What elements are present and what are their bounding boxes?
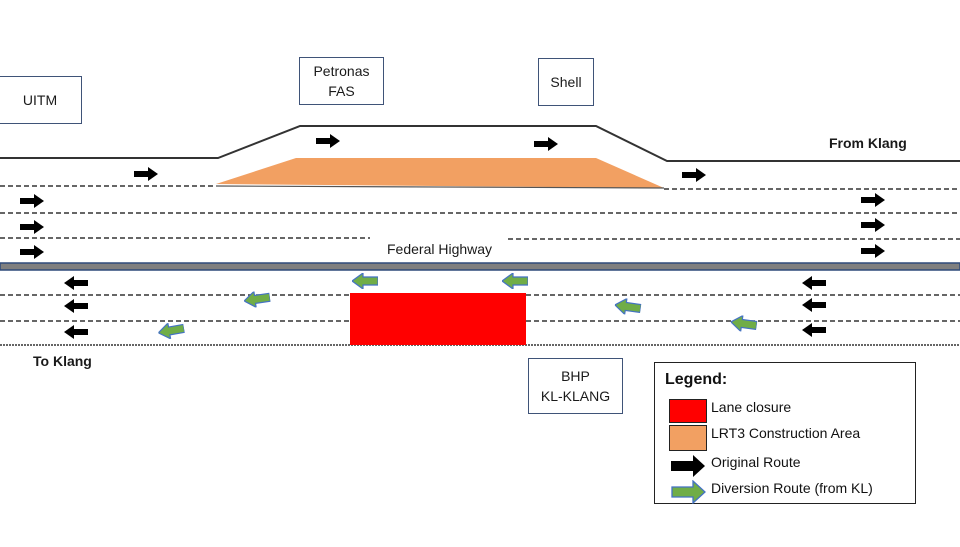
arrow-right-icon [682, 168, 706, 182]
legend-title: Legend: [665, 371, 728, 388]
legend: Legend: Lane closure LRT3 Construction A… [654, 362, 916, 504]
arrow-right-icon [20, 245, 44, 259]
arrow-left-icon [352, 273, 378, 289]
landmark-petronas-line2: FAS [328, 83, 355, 99]
arrow-left-icon [64, 276, 88, 290]
legend-label: Lane closure [711, 399, 792, 415]
arrow-left-icon [729, 314, 758, 334]
arrow-left-icon [64, 299, 88, 313]
arrow-right-icon [134, 167, 158, 181]
landmark-bhp-kl-klang: BHP KL-KLANG [528, 358, 623, 414]
landmark-petronas-fas: Petronas FAS [299, 57, 384, 105]
arrow-right-icon [861, 193, 885, 207]
arrow-right-icon [861, 218, 885, 232]
arrow-left-icon [502, 273, 528, 289]
arrow-right-icon [20, 220, 44, 234]
landmark-bhp-line1: BHP [561, 368, 590, 384]
construction-swatch [669, 425, 707, 451]
legend-label: LRT3 Construction Area [711, 425, 861, 441]
landmark-uitm: UITM [0, 76, 82, 124]
landmark-uitm-label: UITM [22, 92, 58, 108]
arrow-left-icon [243, 289, 271, 309]
lane-closure-swatch [669, 399, 707, 423]
construction-base-line [215, 185, 665, 189]
arrow-right-icon [20, 194, 44, 208]
landmark-bhp-line2: KL-KLANG [540, 388, 611, 404]
legend-label: Original Route [711, 454, 801, 470]
landmark-shell-label: Shell [550, 74, 582, 90]
legend-item-original-route: Original Route [655, 454, 915, 478]
lrt3-construction-area [216, 158, 664, 188]
label-from-klang: From Klang [829, 135, 907, 151]
median [0, 262, 960, 271]
service-road-edge [0, 125, 960, 162]
legend-item-diversion-route: Diversion Route (from KL) [655, 480, 915, 504]
lane-closure-area [350, 293, 526, 345]
label-federal-highway: Federal Highway [385, 241, 495, 257]
landmark-petronas-line1: Petronas [313, 63, 370, 79]
legend-item-lane-closure: Lane closure [655, 399, 915, 423]
arrow-left-icon [802, 276, 826, 290]
arrow-right-icon [671, 480, 706, 504]
arrow-left-icon [613, 297, 642, 317]
arrow-left-icon [802, 323, 826, 337]
legend-label: Diversion Route (from KL) [711, 480, 873, 496]
arrow-right-icon [861, 244, 885, 258]
label-to-klang: To Klang [33, 353, 92, 369]
arrow-right-icon [534, 137, 558, 151]
arrow-right-icon [316, 134, 340, 148]
arrow-left-icon [64, 325, 88, 339]
legend-item-construction: LRT3 Construction Area [655, 425, 915, 451]
arrow-right-icon [671, 455, 705, 477]
arrow-left-icon [157, 320, 186, 341]
landmark-shell: Shell [538, 58, 594, 106]
arrow-left-icon [802, 298, 826, 312]
